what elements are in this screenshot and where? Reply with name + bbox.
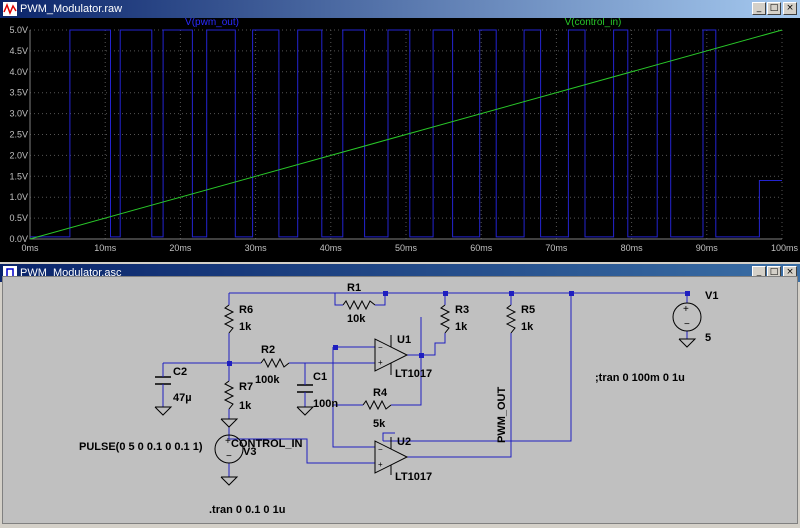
v1-symbol [672,302,702,332]
u2-model[interactable]: LT1017 [395,471,432,483]
svg-text:+: + [378,460,383,469]
r1-value[interactable]: 10k [347,313,366,325]
v3-value[interactable]: PULSE(0 5 0 0.1 0 0.1 1) [79,441,203,453]
x-tick-label: 90ms [696,243,719,253]
y-tick-label: 3.0V [9,109,28,119]
plot-grid [29,29,783,240]
waveform-plot-area[interactable]: 5.0V 4.5V 4.0V 3.5V 3.0V 2.5V 2.0V 1.5V 1.0V 0.5V… [0,17,800,262]
y-tick-label: 0.0V [9,234,28,244]
r3-value[interactable]: 1k [455,321,468,333]
x-tick-label: 50ms [395,243,418,253]
x-tick-label: 70ms [545,243,568,253]
opamp-symbols [374,335,409,475]
net-label-control-in[interactable]: CONTROL_IN [231,438,303,450]
y-tick-label: 4.0V [9,67,28,77]
r3-symbol [439,304,451,334]
y-tick-label: 2.0V [9,150,28,160]
x-tick-label: 100ms [771,243,799,253]
c2-value[interactable]: 47µ [173,392,192,404]
u1-label[interactable]: U1 [397,334,411,346]
v3-label[interactable]: V3 [243,446,256,458]
plot-series [29,29,783,240]
schematic-wires [162,292,688,477]
schematic-canvas[interactable]: −+ −+ +− +− R6 1k R1 10k R3 1k R5 1k U1 … [2,276,798,524]
r1-label[interactable]: R1 [347,282,361,294]
x-tick-label: 0ms [21,243,39,253]
close-button[interactable]: × [783,2,797,15]
svg-text:+: + [683,304,689,315]
waveform-window: PWM_Modulator.raw _ □ × 5.0V 4.5V 4.0V 3.5V… [0,0,800,264]
r6-symbol [223,304,235,334]
x-tick-label: 60ms [470,243,493,253]
c1-value[interactable]: 100n [313,398,338,410]
schematic-junctions [227,291,690,366]
r2-label[interactable]: R2 [261,344,275,356]
r5-symbol [505,304,517,334]
r6-value[interactable]: 1k [239,321,252,333]
ground-symbols [154,338,697,486]
r6-label[interactable]: R6 [239,304,253,316]
trace-label-control-in[interactable]: V(control_in) [565,17,622,28]
x-tick-label: 80ms [621,243,644,253]
r7-value[interactable]: 1k [239,400,252,412]
u1-model[interactable]: LT1017 [395,368,432,380]
voltage-source-symbols [214,302,702,464]
r4-value[interactable]: 5k [373,418,386,430]
series-control-in-trace [29,29,783,240]
y-tick-label: 1.0V [9,192,28,202]
svg-text:−: − [378,445,383,454]
waveform-titlebar[interactable]: PWM_Modulator.raw _ □ × [0,0,800,18]
svg-text:+: + [378,358,383,367]
x-tick-label: 40ms [320,243,343,253]
r5-value[interactable]: 1k [521,321,534,333]
v1-label[interactable]: V1 [705,290,718,302]
y-tick-label: 0.5V [9,213,28,223]
r7-symbol [223,380,235,410]
svg-text:−: − [378,343,383,352]
y-axis-ticks: 5.0V 4.5V 4.0V 3.5V 3.0V 2.5V 2.0V 1.5V 1.0V 0.5V… [9,25,28,244]
r2-value[interactable]: 100k [255,374,280,386]
directive-main[interactable]: ;tran 0 100m 0 1u [595,372,685,384]
y-tick-label: 2.5V [9,130,28,140]
x-axis-ticks: 0ms 10ms 20ms 30ms 40ms 50ms 60ms 70ms 80ms 90ms 1… [21,243,798,253]
x-tick-label: 30ms [245,243,268,253]
y-tick-label: 4.5V [9,46,28,56]
waveform-app-icon [3,2,17,16]
y-tick-label: 5.0V [9,25,28,35]
svg-text:−: − [226,451,232,462]
r5-label[interactable]: R5 [521,304,535,316]
r4-symbol [362,399,392,411]
r3-label[interactable]: R3 [455,304,469,316]
x-tick-label: 10ms [94,243,117,253]
directive-secondary[interactable]: .tran 0 0.1 0 1u [209,504,285,516]
y-tick-label: 3.5V [9,88,28,98]
v1-value[interactable]: 5 [705,332,711,344]
schematic-drawing[interactable]: −+ −+ +− +− R6 1k R1 10k R3 1k R5 1k U1 … [3,277,797,523]
r2-symbol [260,357,290,369]
x-tick-label: 20ms [169,243,192,253]
minimize-button[interactable]: _ [752,2,766,15]
net-label-pwm-out[interactable]: PWM_OUT [496,387,508,444]
c1-label[interactable]: C1 [313,371,327,383]
trace-label-pwm-out[interactable]: V(pwm_out) [185,17,239,28]
svg-text:−: − [684,319,690,330]
waveform-window-title: PWM_Modulator.raw [20,3,123,15]
c2-label[interactable]: C2 [173,366,187,378]
maximize-button[interactable]: □ [767,2,781,15]
r7-label[interactable]: R7 [239,381,253,393]
u2-label[interactable]: U2 [397,436,411,448]
waveform-plot[interactable]: 5.0V 4.5V 4.0V 3.5V 3.0V 2.5V 2.0V 1.5V 1.0V 0.5V… [0,17,800,262]
v3-symbol [214,434,244,464]
svg-text:+: + [225,436,231,447]
resistor-symbols [223,299,517,411]
r4-label[interactable]: R4 [373,387,388,399]
y-tick-label: 1.5V [9,171,28,181]
r1-symbol [342,299,376,311]
